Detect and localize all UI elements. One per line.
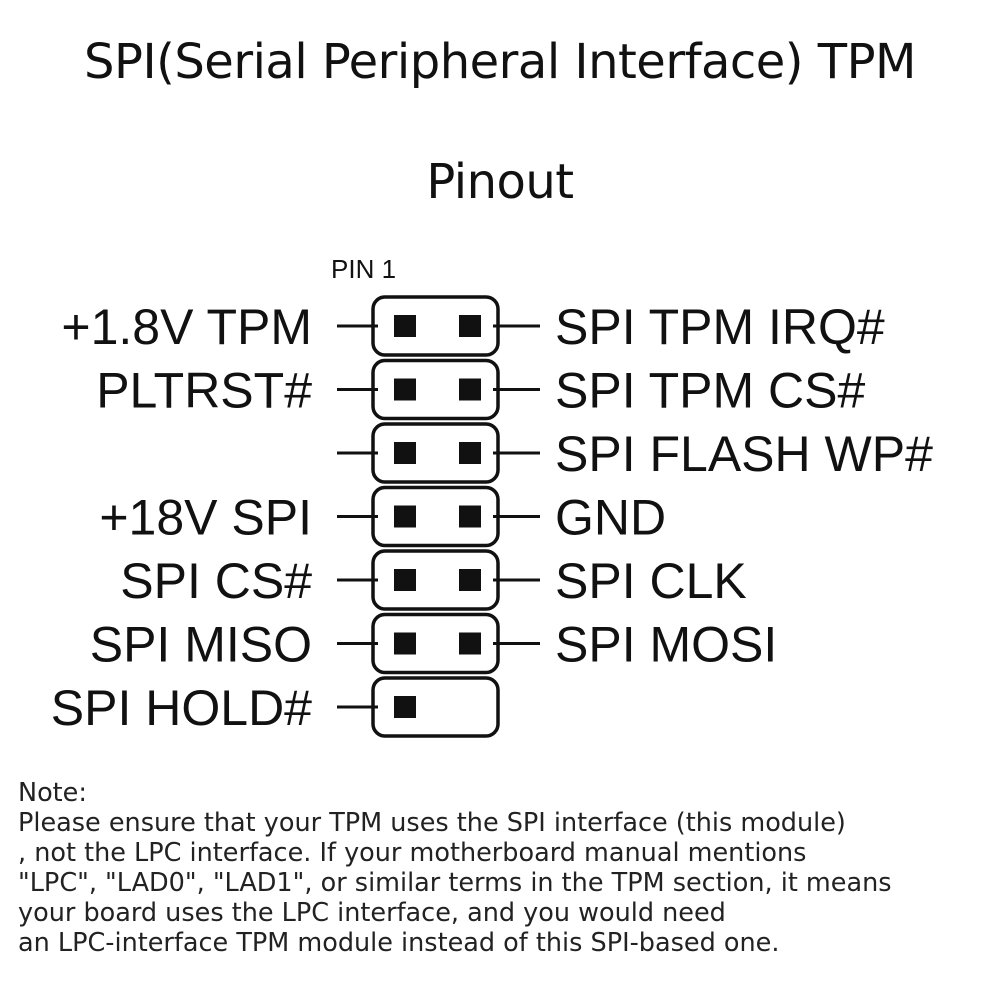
pin-row: +1.8V TPM SPI TPM IRQ# [61,295,885,357]
right-pin [459,632,481,655]
left-pin [394,442,416,464]
right-pin [459,442,481,464]
header-pin-rows: +1.8V TPM SPI TPM IRQ# PLTRST# SPI TPM CS# S… [51,295,933,738]
left-pin-label: +18V SPI [99,490,312,546]
right-pin-label: GND [555,490,666,546]
tpm-header-pinout-diagram: +1.8V TPM SPI TPM IRQ# PLTRST# SPI TPM CS# S… [51,295,933,738]
note-line-3: "LPC", "LAD0", "LAD1", or similar terms … [18,868,892,898]
left-pin-label: SPI CS# [120,553,312,609]
left-pin-label: PLTRST# [96,363,312,419]
header-cell [371,676,500,738]
right-pin [459,315,481,337]
left-pin-label: SPI HOLD# [51,680,312,736]
pin-row: SPI FLASH WP# [337,422,933,484]
note-line-1: Please ensure that your TPM uses the SPI… [18,808,846,838]
note-block: Note: Please ensure that your TPM uses t… [18,778,988,958]
pin-1-marker-label: PIN 1 [331,254,397,284]
note-line-5: an LPC-interface TPM module instead of t… [18,928,780,958]
left-pin-label: SPI MISO [90,617,312,673]
note-heading: Note: [18,778,87,808]
left-pin [394,505,416,528]
title-line-1: SPI(Serial Peripheral Interface) TPM [84,34,916,90]
right-pin-label: SPI TPM IRQ# [555,299,885,355]
title-line-2: Pinout [426,154,574,210]
left-pin [394,315,416,337]
pin-row: +18V SPI GND [99,485,666,548]
note-line-2: , not the LPC interface. If your motherb… [18,838,807,868]
pin-row: SPI CS# SPI CLK [120,549,747,611]
right-pin-label: SPI TPM CS# [555,363,865,419]
right-pin-label: SPI MOSI [555,617,777,673]
right-pin-label: SPI FLASH WP# [555,426,933,482]
right-pin [459,569,481,591]
left-pin-label: +1.8V TPM [61,299,312,355]
right-pin-label: SPI CLK [555,553,747,609]
right-pin [459,505,481,528]
pin-row: SPI MISO SPI MOSI [90,612,777,675]
left-pin [394,378,416,401]
note-line-4: your board uses the LPC interface, and y… [18,898,726,928]
left-pin [394,632,416,655]
right-pin [459,378,481,401]
left-pin [394,569,416,591]
pin-row: PLTRST# SPI TPM CS# [96,358,865,421]
left-pin [394,696,416,718]
pin-row: SPI HOLD# [51,676,500,738]
